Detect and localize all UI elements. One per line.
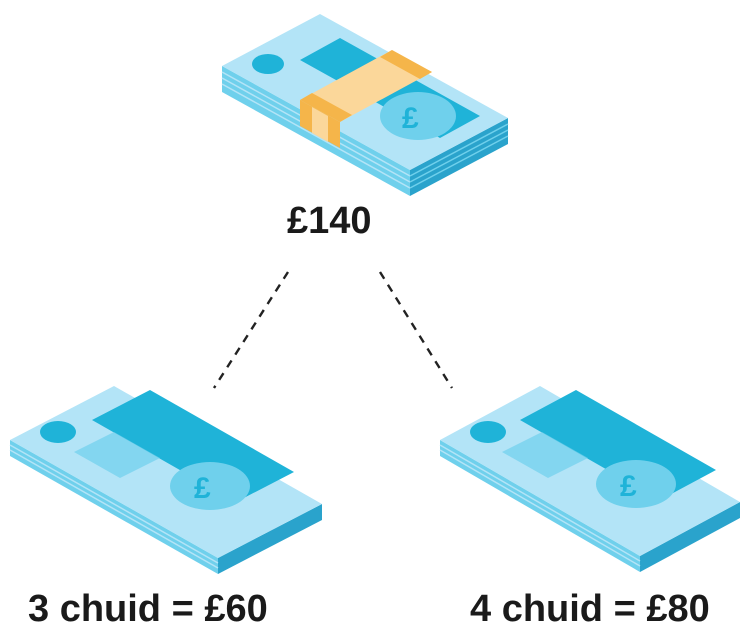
total-amount: £140 — [287, 200, 372, 242]
connector-left — [212, 271, 290, 389]
svg-text:£: £ — [402, 102, 419, 135]
left-share-label: 3 chuid = £60 — [28, 588, 268, 630]
banknote-icon: £ — [9, 386, 322, 574]
banknote-icon: £ — [439, 386, 740, 572]
right-share-label: 4 chuid = £80 — [470, 588, 710, 630]
banknote-bundle-icon: £ — [221, 14, 509, 196]
connector-right — [378, 271, 454, 389]
svg-text:£: £ — [620, 470, 637, 503]
svg-text:£: £ — [194, 472, 211, 505]
